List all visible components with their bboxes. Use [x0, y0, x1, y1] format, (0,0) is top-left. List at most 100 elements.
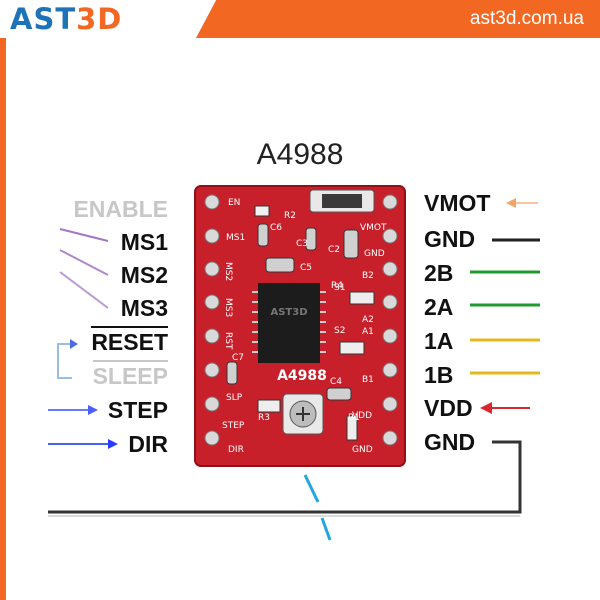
logo-text: AST3D	[10, 2, 122, 36]
part-r3	[257, 399, 281, 413]
part-c6	[257, 223, 269, 247]
pin-label-reset-text: RESET	[91, 326, 168, 355]
wire-gnd-bottom	[48, 440, 522, 514]
chip-pins	[252, 291, 326, 353]
wire-cyan-bottom	[320, 517, 332, 541]
a4988-board	[194, 185, 406, 467]
logo[interactable]: AST3D	[0, 0, 196, 38]
pin-label-2a: 2A	[424, 294, 454, 320]
silk-vmot: VMOT	[360, 223, 387, 233]
pad-b2	[382, 261, 398, 277]
diagram-title: A4988	[256, 138, 344, 171]
silkscreen: EN MS1 MS2 MS3 RST SLP STEP DIR VMOT GND…	[222, 198, 387, 455]
site-bar: ast3d.com.ua	[196, 0, 600, 38]
silk-c6: C6	[270, 223, 282, 233]
step-arrow-icon	[88, 405, 98, 415]
part-r-small	[346, 415, 358, 441]
silk-r2: R2	[284, 211, 296, 221]
silk-dir: DIR	[228, 445, 244, 455]
left-accent-bar	[0, 38, 6, 600]
part-r1	[339, 341, 365, 355]
silk-ms2: MS2	[223, 262, 233, 281]
pad-gnd2	[382, 430, 398, 446]
pin-label-dir: DIR	[128, 431, 168, 457]
silk-rst: RST	[223, 332, 233, 350]
wire-ms3	[59, 271, 109, 309]
pad-en	[204, 194, 220, 210]
left-pads	[204, 194, 220, 446]
silk-c4: C4	[330, 377, 342, 387]
site-url[interactable]: ast3d.com.ua	[469, 8, 584, 29]
silk-gnd2: GND	[352, 445, 373, 455]
pin-label-vdd: VDD	[424, 395, 473, 421]
cross-slot-icon	[296, 407, 310, 421]
pad-ms1	[204, 228, 220, 244]
shunt-resistor-body	[322, 194, 362, 208]
board-model-label: A4988	[277, 368, 327, 384]
pin-label-sleep-text: SLEEP	[92, 360, 168, 389]
silk-a2: A2	[362, 315, 374, 325]
silk-c7: C7	[232, 353, 244, 363]
part-c2	[343, 229, 359, 259]
silk-vdd: VDD	[352, 411, 372, 421]
pad-ms2	[204, 261, 220, 277]
pad-vdd	[382, 396, 398, 412]
part-r4	[349, 291, 375, 305]
chip-label: AST3D	[270, 307, 307, 318]
pcb-outline	[194, 185, 406, 467]
pad-rst	[204, 328, 220, 344]
right-pads	[382, 194, 398, 446]
pin-label-gnd-bottom: GND	[424, 429, 476, 455]
wire-reset-sleep-loop	[57, 343, 72, 379]
logo-3d: 3D	[76, 2, 123, 36]
part-r2	[254, 205, 270, 217]
pad-slp	[204, 362, 220, 378]
pin-label-ms2: MS2	[120, 262, 168, 288]
silk-slp: SLP	[226, 393, 243, 403]
header: AST3D ast3d.com.ua	[0, 0, 600, 38]
pad-vmot	[382, 194, 398, 210]
silk-r1: R1	[348, 413, 360, 423]
silk-c2: C2	[328, 245, 340, 255]
silk-c3: C3	[296, 239, 308, 249]
silk-s2: S2	[334, 326, 345, 336]
silk-s1: S1	[334, 283, 345, 293]
pin-label-1b: 1B	[424, 362, 454, 388]
part-c3	[305, 227, 317, 251]
logo-ast: AST	[10, 2, 77, 36]
pin-label-ms3: MS3	[120, 295, 168, 321]
silk-b2: B2	[362, 271, 374, 281]
silk-r4: R4	[331, 281, 343, 291]
pin-label-2b: 2B	[424, 260, 454, 286]
pad-a2	[382, 294, 398, 310]
vmot-arrow-icon	[506, 198, 516, 208]
silk-a1: A1	[362, 327, 374, 337]
reset-arrow-icon	[70, 339, 78, 349]
pad-a1	[382, 328, 398, 344]
pad-step	[204, 396, 220, 412]
silk-ms3: MS3	[223, 298, 233, 317]
pin-label-gnd-top: GND	[424, 226, 476, 252]
pad-gnd1	[382, 228, 398, 244]
chip	[258, 283, 320, 363]
wire-ms2	[59, 249, 109, 276]
part-c5	[265, 257, 295, 273]
part-c4	[326, 387, 352, 401]
wire-ms1	[59, 228, 109, 242]
pin-label-sleep: SLEEP	[48, 360, 168, 389]
silk-r3: R3	[258, 413, 270, 423]
pin-label-ms1: MS1	[120, 229, 168, 255]
silk-c5: C5	[300, 263, 312, 273]
pad-dir	[204, 430, 220, 446]
dir-arrow-icon	[108, 439, 118, 449]
silk-step: STEP	[222, 421, 245, 431]
pin-label-1a: 1A	[424, 328, 454, 354]
part-c7	[226, 361, 238, 385]
pin-label-vmot: VMOT	[424, 190, 491, 216]
silk-b1: B1	[362, 375, 374, 385]
wire-cyan-top	[303, 474, 320, 503]
pin-label-enable: ENABLE	[73, 196, 168, 222]
vdd-arrow-icon	[480, 402, 492, 414]
pad-b1	[382, 362, 398, 378]
